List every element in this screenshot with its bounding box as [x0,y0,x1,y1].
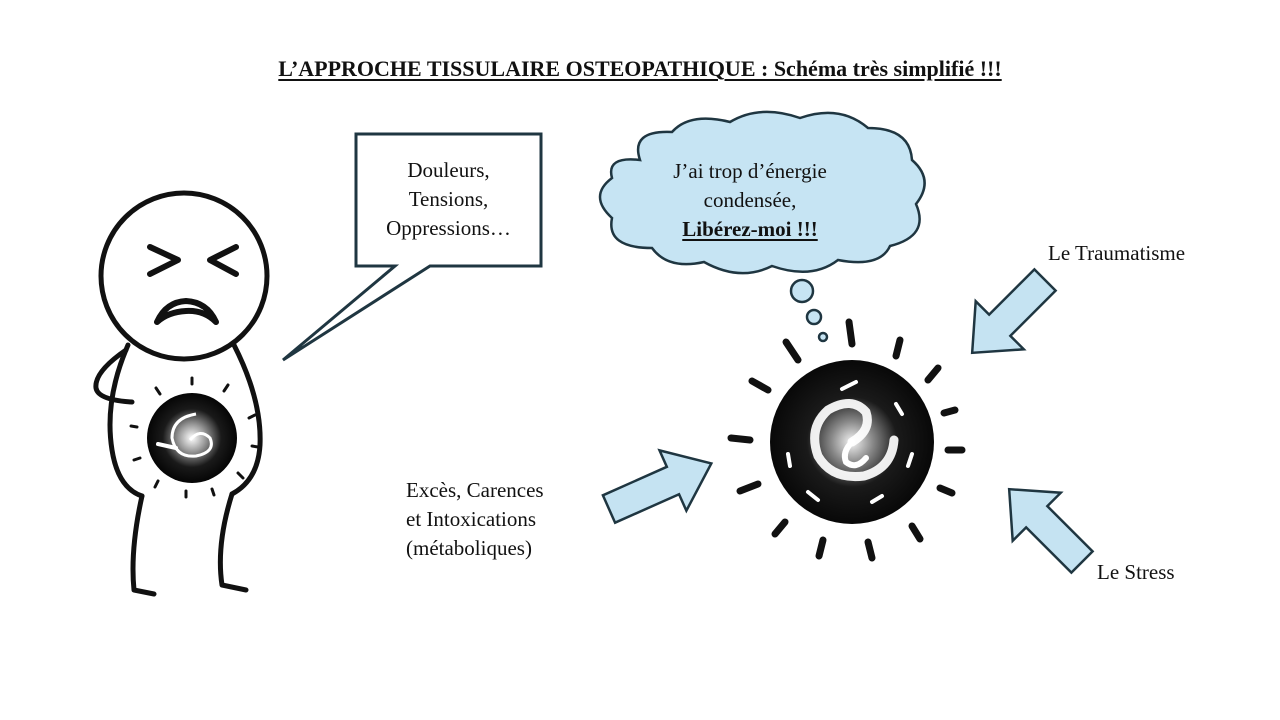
thought-dot-small [817,331,829,343]
thought-cloud [598,110,926,343]
thought-line: J’ai trop d’énergie [673,159,827,183]
speech-line: Oppressions… [386,216,511,240]
figure-head [98,190,270,362]
speech-bubble-text: Douleurs, Tensions, Oppressions… [356,156,541,243]
label-stress: Le Stress [1097,560,1175,584]
speech-line: Douleurs, [407,158,490,182]
arrow-exces-icon [601,448,714,525]
figure-left-leg [130,493,157,597]
page-title: L’APPROCHE TISSULAIRE OSTEOPATHIQUE : Sc… [278,56,1002,81]
figure-body [107,342,263,499]
figure-right-leg [217,491,249,593]
thought-dot-large [789,278,815,304]
label-traumatisme: Le Traumatisme [1048,241,1186,265]
label-exces-line: (métaboliques) [406,536,532,560]
speech-bubble [282,132,543,362]
thought-line: condensée, [703,188,797,212]
figure-mouth [154,298,219,325]
label-exces-line: et Intoxications [406,507,537,531]
energy-orb-icon [727,318,966,562]
thought-emphasis: Libérez-moi !!! [682,217,818,241]
arrow-traumatisme-icon [970,267,1058,355]
figure-arm [93,347,135,405]
label-exces: Excès, Carences et Intoxications (métabo… [406,476,606,563]
belly-orb-icon [129,376,260,499]
figure-left-eye [147,244,181,277]
speech-line: Tensions, [408,187,489,211]
arrow-stress-icon [1007,487,1095,575]
thought-dot-medium [805,308,823,326]
label-exces-line: Excès, Carences [406,478,544,502]
thought-cloud-text: J’ai trop d’énergie condensée, Libérez-m… [630,157,870,244]
stick-figure-icon [93,190,270,597]
figure-right-eye [207,244,239,277]
